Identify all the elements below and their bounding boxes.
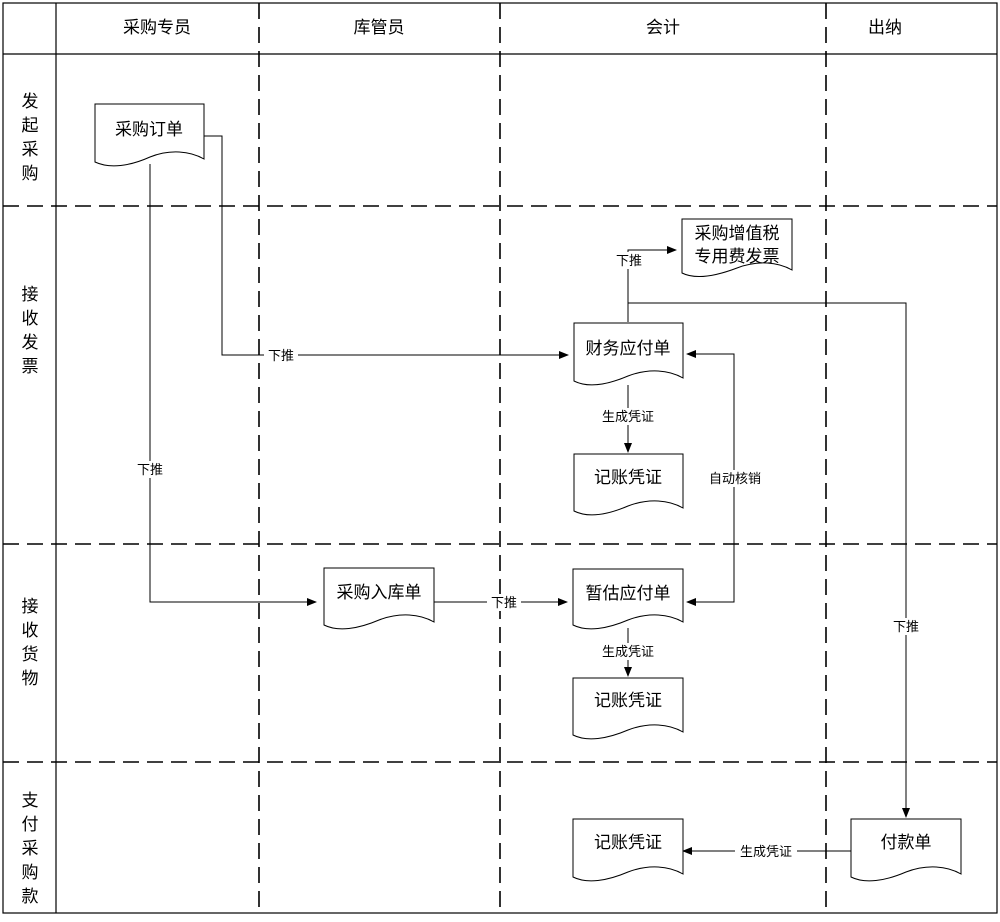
- label-bg: [735, 843, 797, 860]
- document-vat-invoice: 采购增值税 专用费发票: [681, 218, 793, 278]
- document-payment: 付款单: [850, 818, 962, 882]
- column-header-warehouse-keeper: 库管员: [354, 18, 405, 38]
- document-receipt: 采购入库单: [323, 567, 435, 630]
- svg-text:专用费发票: 专用费发票: [695, 247, 780, 267]
- document-voucher-goods: 记账凭证: [572, 677, 684, 740]
- svg-text:财务应付单: 财务应付单: [586, 339, 671, 359]
- edge-payable-to-invoice: [627, 246, 677, 322]
- svg-text:记账凭证: 记账凭证: [594, 833, 662, 853]
- svg-text:货: 货: [22, 645, 39, 665]
- svg-text:购: 购: [22, 164, 39, 184]
- label-bg: [597, 643, 659, 660]
- edge-label-push-payable: 下推: [268, 349, 294, 364]
- label-bg: [133, 461, 167, 478]
- svg-text:收: 收: [22, 621, 39, 641]
- lane-label-receive-invoice: 接 收 发 票: [22, 285, 39, 377]
- edge-payable-to-payment: [628, 302, 910, 818]
- svg-text:暂估应付单: 暂估应付单: [586, 584, 671, 604]
- svg-text:采购入库单: 采购入库单: [337, 583, 422, 603]
- edge-label-gen-voucher-invoice: 生成凭证: [602, 410, 654, 425]
- svg-text:发: 发: [22, 92, 39, 112]
- column-header-cashier: 出纳: [868, 18, 902, 38]
- svg-text:接: 接: [22, 285, 39, 305]
- svg-text:记账凭证: 记账凭证: [594, 468, 662, 488]
- svg-text:起: 起: [22, 116, 39, 136]
- column-header-purchaser: 采购专员: [123, 18, 191, 38]
- label-bg: [889, 618, 923, 635]
- lane-label-receive-goods: 接 收 货 物: [22, 597, 39, 689]
- edge-label-push-estimated: 下推: [491, 596, 517, 611]
- svg-text:采: 采: [22, 140, 39, 160]
- svg-text:记账凭证: 记账凭证: [594, 691, 662, 711]
- edge-label-auto-writeoff: 自动核销: [709, 472, 761, 487]
- document-estimated-payable: 暂估应付单: [572, 568, 684, 630]
- document-voucher-invoice: 记账凭证: [573, 453, 684, 516]
- edge-order-to-receipt: [149, 164, 317, 606]
- svg-text:接: 接: [22, 597, 39, 617]
- label-bg: [612, 252, 646, 269]
- svg-text:支: 支: [22, 791, 39, 811]
- svg-text:付款单: 付款单: [881, 833, 932, 853]
- edge-label-gen-voucher-payment: 生成凭证: [740, 845, 792, 860]
- svg-text:采购订单: 采购订单: [115, 120, 183, 140]
- edge-label-push-payment: 下推: [893, 620, 919, 635]
- svg-text:款: 款: [22, 887, 39, 907]
- svg-text:物: 物: [22, 669, 39, 689]
- svg-text:采购增值税: 采购增值税: [695, 224, 780, 244]
- svg-text:采: 采: [22, 839, 39, 859]
- label-bg: [704, 470, 766, 487]
- svg-text:收: 收: [22, 309, 39, 329]
- label-bg: [264, 347, 298, 364]
- edge-label-push-receipt: 下推: [137, 463, 163, 478]
- svg-text:购: 购: [22, 863, 39, 883]
- svg-text:票: 票: [22, 357, 39, 377]
- document-purchase-order: 采购订单: [94, 103, 205, 167]
- svg-text:付: 付: [22, 815, 39, 835]
- svg-text:发: 发: [22, 333, 39, 353]
- label-bg: [597, 408, 659, 425]
- lane-label-pay-purchase: 支 付 采 购 款: [22, 791, 39, 907]
- edge-order-to-payable: [204, 135, 569, 359]
- lane-label-initiate-purchase: 发 起 采 购: [22, 92, 39, 184]
- edge-label-gen-voucher-goods: 生成凭证: [602, 645, 654, 660]
- label-bg: [487, 594, 521, 611]
- edge-label-push-invoice: 下推: [616, 254, 642, 269]
- document-voucher-payment: 记账凭证: [572, 818, 684, 882]
- column-header-accountant: 会计: [646, 18, 680, 38]
- document-payable: 财务应付单: [573, 322, 684, 386]
